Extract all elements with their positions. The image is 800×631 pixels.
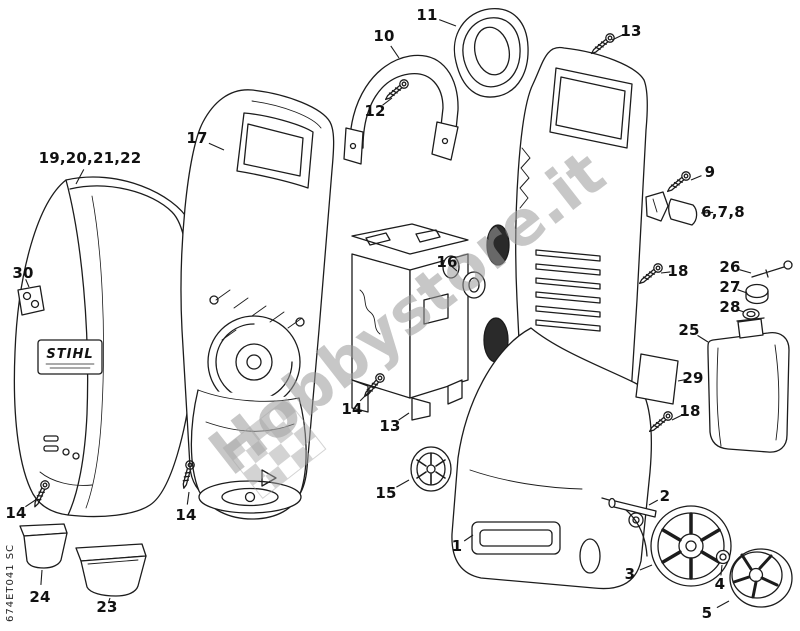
checkered-flag [222, 397, 327, 500]
axle-2 [608, 497, 657, 518]
screw-13-top [588, 31, 617, 58]
clips-6-7-8 [645, 191, 698, 226]
left-housing-cover: STIHL [13, 176, 199, 518]
handle-grip-11 [453, 8, 529, 98]
fastener-plate-30 [17, 285, 45, 316]
roller-16 [442, 255, 486, 299]
chassis-body-1 [451, 327, 652, 590]
drawing-code: 674ET041 SC [5, 544, 16, 622]
ring-28 [742, 308, 760, 320]
handle-band-10 [343, 54, 459, 165]
screw-9 [664, 169, 693, 196]
cap-27 [745, 283, 769, 305]
screw-18-upper [636, 261, 665, 288]
panel-29 [635, 353, 679, 405]
ring-4 [715, 549, 731, 565]
cap-26 [751, 260, 793, 278]
hub-cap-5 [729, 548, 793, 608]
tray-23 [75, 543, 147, 597]
tray-24 [19, 523, 68, 569]
electronics-bracket [351, 223, 469, 421]
wheel-hub-15 [410, 446, 452, 492]
brand-logo: STIHL [46, 347, 93, 362]
detergent-tank-25 [707, 317, 790, 453]
wheel-3 [650, 505, 732, 587]
